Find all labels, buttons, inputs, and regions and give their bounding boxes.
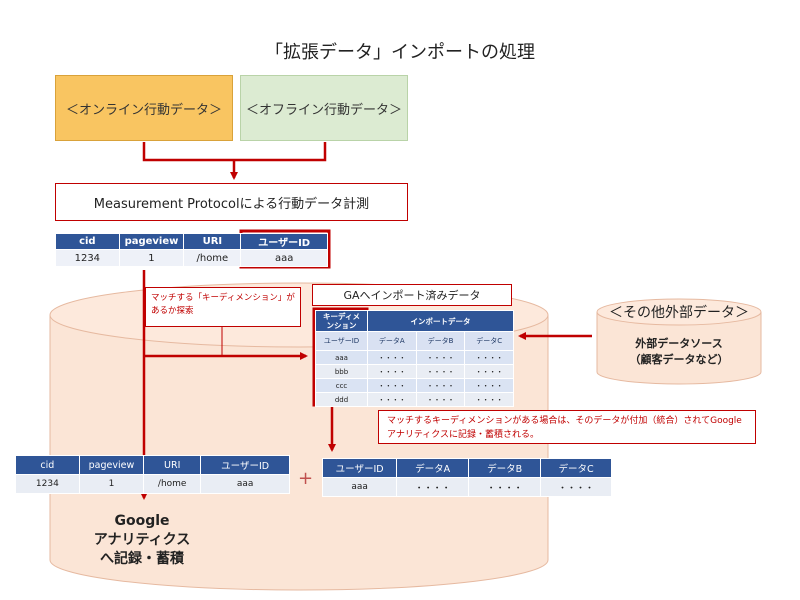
table-header: cid: [55, 233, 120, 250]
table-cell: ・・・・: [396, 477, 470, 497]
table-cell: bbb: [315, 364, 368, 379]
table-header: データA: [396, 458, 470, 478]
table-cell: ddd: [315, 392, 368, 407]
table-header: URI: [143, 455, 202, 475]
table-cell: aaa: [321, 477, 398, 497]
offline-data-box: ＜オフライン行動データ＞: [240, 75, 408, 141]
table-header: pageview: [118, 233, 185, 250]
table-header: cid: [15, 455, 80, 475]
table-cell: ・・・・: [464, 350, 514, 365]
external-data-title: ＜その他外部データ＞: [609, 305, 749, 321]
table-cell: ・・・・: [464, 364, 514, 379]
sub-header: データC: [464, 331, 514, 351]
table-cell: ・・・・: [464, 378, 514, 393]
table-cell: /home: [143, 474, 202, 494]
table-cell: ・・・・: [367, 350, 417, 365]
table-cell: aaa: [240, 249, 328, 267]
table-cell: aaa: [315, 350, 368, 365]
table-cell: ・・・・: [540, 477, 612, 497]
result-hit-table: cid pageview URI ユーザーID 1234 1 /home aaa: [15, 455, 290, 494]
table-cell: ・・・・: [415, 378, 466, 393]
import-data-table: キーディメ ンション インポートデータ ユーザーID データA データB データ…: [315, 310, 514, 407]
hit-data-table: cid pageview URI ユーザーID 1234 1 /home aaa: [55, 233, 328, 267]
external-sub2: （顧客データなど）: [629, 353, 729, 366]
table-header: データB: [468, 458, 542, 478]
ga-destination-label: Google アナリティクス へ記録・蓄積: [52, 512, 232, 569]
ga-label-line2: アナリティクス: [93, 532, 191, 548]
table-cell: 1234: [55, 249, 120, 267]
table-cell: /home: [183, 249, 242, 267]
table-cell: 1234: [15, 474, 80, 494]
table-cell: ・・・・: [415, 350, 466, 365]
merge-result-callout: マッチするキーディメンションがある場合は、そのデータが付加（統合）されてGoog…: [378, 410, 756, 444]
merge-arrows: [142, 142, 327, 180]
sub-header: ユーザーID: [315, 331, 368, 351]
online-data-box: ＜オンライン行動データ＞: [55, 75, 233, 141]
result-import-table: ユーザーID データA データB データC aaa ・・・・ ・・・・ ・・・・: [321, 458, 612, 497]
table-header: ユーザーID: [200, 455, 290, 475]
external-data-source: 外部データソース （顧客データなど）: [596, 336, 762, 368]
table-cell: aaa: [200, 474, 290, 494]
plus-sign: +: [298, 468, 314, 489]
key-dimension-header: キーディメ ンション: [315, 310, 368, 332]
external-data-cylinder: [596, 298, 762, 385]
table-cell: ・・・・: [464, 392, 514, 407]
external-sub1: 外部データソース: [635, 337, 723, 350]
sub-header: データB: [415, 331, 466, 351]
table-cell: 1: [78, 474, 145, 494]
ga-label-line1: Google: [114, 513, 170, 529]
table-header: ユーザーID: [240, 233, 328, 250]
table-header: URI: [183, 233, 242, 250]
ga-label-line3: へ記録・蓄積: [100, 551, 184, 567]
table-cell: ・・・・: [415, 392, 466, 407]
table-header: ユーザーID: [321, 458, 398, 478]
table-cell: ・・・・: [367, 392, 417, 407]
table-cell: ccc: [315, 378, 368, 393]
page-title: 「拡張データ」インポートの処理: [265, 42, 535, 63]
ga-import-title: GAへインポート済みデータ: [312, 284, 512, 306]
match-search-callout: マッチする「キーディメンション」があるか探索: [145, 287, 301, 327]
import-data-header: インポートデータ: [367, 310, 514, 332]
table-cell: ・・・・: [415, 364, 466, 379]
table-cell: ・・・・: [468, 477, 542, 497]
table-cell: ・・・・: [367, 364, 417, 379]
table-header: データC: [540, 458, 612, 478]
measurement-protocol-box: Measurement Protocolによる行動データ計測: [55, 183, 408, 221]
table-cell: 1: [118, 249, 185, 267]
table-header: pageview: [78, 455, 145, 475]
sub-header: データA: [367, 331, 417, 351]
table-cell: ・・・・: [367, 378, 417, 393]
